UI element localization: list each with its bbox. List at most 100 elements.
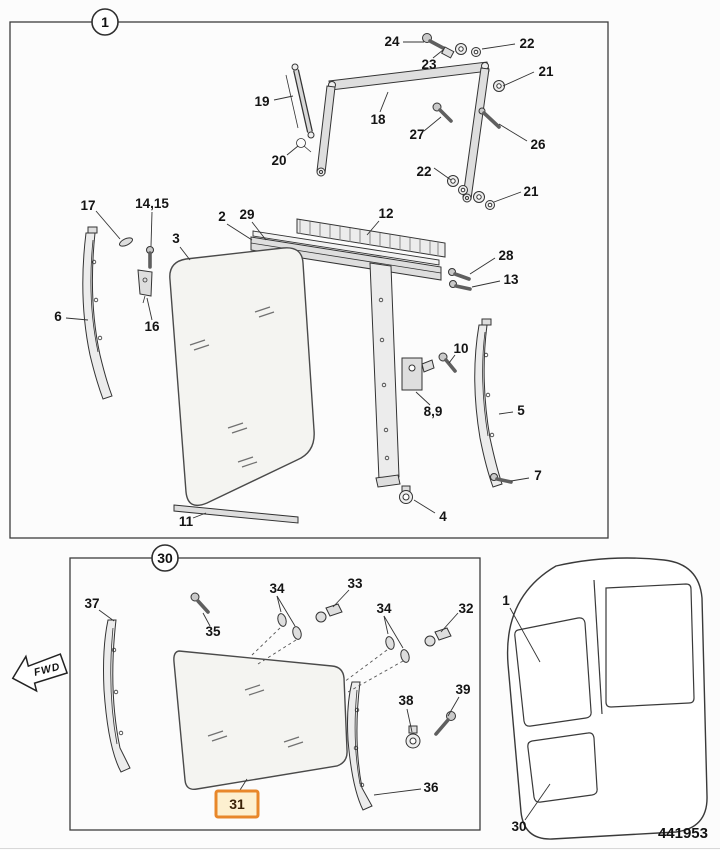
part-32-latch <box>424 627 452 647</box>
part-label-13[interactable]: 13 <box>503 272 519 287</box>
part-label-38[interactable]: 38 <box>398 693 414 708</box>
cab-lower-window <box>527 732 598 803</box>
part-label-29[interactable]: 29 <box>239 207 254 222</box>
part-label-19[interactable]: 19 <box>254 94 269 109</box>
part-20-clip <box>296 138 312 153</box>
part-label-34-right[interactable]: 34 <box>376 601 392 616</box>
upper-assembly-panel: 1 24 23 22 21 19 18 27 26 20 22 21 17 14… <box>9 8 609 539</box>
part-14-15-bolt <box>146 246 154 269</box>
part-label-39[interactable]: 39 <box>455 682 470 697</box>
upper-assembly-badge: 1 <box>91 8 119 36</box>
part-31-highlight-box[interactable] <box>214 789 260 819</box>
lower-leader-lines <box>98 589 460 796</box>
cab-side-window <box>605 583 695 708</box>
part-label-34-left[interactable]: 34 <box>269 581 285 596</box>
part-label-31[interactable]: 31 <box>229 796 245 812</box>
fwd-arrow-shape <box>11 653 69 693</box>
fwd-arrow: FWD <box>11 653 69 693</box>
part-3-glass <box>169 247 315 507</box>
upper-part-labels: 24 23 22 21 19 18 27 26 20 22 21 17 14,1… <box>54 34 554 529</box>
part-label-28[interactable]: 28 <box>498 248 514 263</box>
part-label-27[interactable]: 27 <box>409 127 424 142</box>
highlighted-part-31[interactable]: 31 <box>214 789 260 819</box>
cab-ref-label-30[interactable]: 30 <box>511 819 526 834</box>
part-29-seal <box>252 230 440 266</box>
part-label-24[interactable]: 24 <box>384 34 400 49</box>
part-6-left-pillar <box>82 226 113 400</box>
upper-assembly-badge-number: 1 <box>101 14 109 30</box>
part-label-33[interactable]: 33 <box>347 576 363 591</box>
part-8-9-latch <box>401 357 435 391</box>
cab-inset: 1 30 <box>502 557 708 840</box>
part-34-clips-right <box>385 636 410 663</box>
part-label-11[interactable]: 11 <box>179 514 194 529</box>
part-label-4[interactable]: 4 <box>439 509 447 524</box>
lower-assembly-badge-number: 30 <box>157 550 173 566</box>
part-label-3[interactable]: 3 <box>172 231 180 246</box>
part-27-screw <box>432 102 453 123</box>
lower-assembly-panel: 30 37 35 34 33 34 32 38 39 36 31 <box>69 544 481 831</box>
part-label-37[interactable]: 37 <box>84 596 99 611</box>
cab-outline <box>506 557 708 840</box>
part-label-14-15[interactable]: 14,15 <box>135 196 169 211</box>
part-label-26[interactable]: 26 <box>530 137 546 152</box>
part-26-pin <box>478 107 501 129</box>
part-label-6[interactable]: 6 <box>54 309 62 324</box>
part-label-36[interactable]: 36 <box>423 780 439 795</box>
part-label-17[interactable]: 17 <box>80 198 95 213</box>
part-11-bottom-strip <box>173 504 299 524</box>
part-33-latch <box>315 603 343 623</box>
part-28-bolt <box>448 268 471 281</box>
part-16-bracket <box>137 269 153 304</box>
part-2-window-frame <box>250 236 442 488</box>
part-label-16[interactable]: 16 <box>144 319 160 334</box>
part-18-link-bar <box>316 61 490 203</box>
lower-panel-border <box>69 557 481 831</box>
part-7-bolt <box>490 473 513 484</box>
part-label-32[interactable]: 32 <box>458 601 473 616</box>
part-label-21-top[interactable]: 21 <box>538 64 554 79</box>
part-23-spacer <box>441 46 455 59</box>
part-36-right-strip <box>347 681 373 811</box>
part-34-clips-left <box>277 613 302 640</box>
part-21-washers-bottom <box>473 191 495 210</box>
part-22-washers-top <box>455 43 481 57</box>
part-label-20[interactable]: 20 <box>271 153 286 168</box>
upper-leader-lines <box>65 41 535 519</box>
part-21-washer-top <box>493 80 505 92</box>
part-5-right-pillar <box>474 318 503 488</box>
part-17-clip <box>119 237 133 247</box>
part-label-10[interactable]: 10 <box>453 341 468 356</box>
part-label-8-9[interactable]: 8,9 <box>424 404 443 419</box>
drawing-part-number: 441953 <box>658 825 708 842</box>
part-12-top-rail <box>296 218 446 258</box>
part-label-21-bottom[interactable]: 21 <box>523 184 539 199</box>
lower-assembly-badge: 30 <box>151 544 179 572</box>
upper-panel-border <box>9 21 609 539</box>
part-22-washers-bottom <box>447 175 468 195</box>
part-19-gas-strut <box>285 63 315 139</box>
lower-part-labels: 37 35 34 33 34 32 38 39 36 <box>84 576 473 795</box>
part-13-bolt <box>449 280 472 291</box>
part-label-5[interactable]: 5 <box>517 403 525 418</box>
part-label-22-bottom[interactable]: 22 <box>416 164 431 179</box>
part-label-35[interactable]: 35 <box>205 624 221 639</box>
part-label-12[interactable]: 12 <box>378 206 393 221</box>
part-35-bolt <box>190 592 210 614</box>
part-label-7[interactable]: 7 <box>534 468 542 483</box>
part-label-22-top[interactable]: 22 <box>519 36 534 51</box>
cab-leader-upper <box>509 607 541 663</box>
part-label-2[interactable]: 2 <box>218 209 226 224</box>
part-label-18[interactable]: 18 <box>370 112 386 127</box>
cab-pillar-line <box>593 579 603 715</box>
part-37-left-strip <box>103 619 131 773</box>
part-39-bolt <box>434 711 456 736</box>
part-38-grommet <box>405 725 421 749</box>
cab-upper-window <box>514 617 592 727</box>
cab-ref-label-1[interactable]: 1 <box>502 593 510 608</box>
part-label-23[interactable]: 23 <box>421 57 437 72</box>
part-31-glass <box>173 650 348 790</box>
part-10-screw <box>438 352 457 373</box>
